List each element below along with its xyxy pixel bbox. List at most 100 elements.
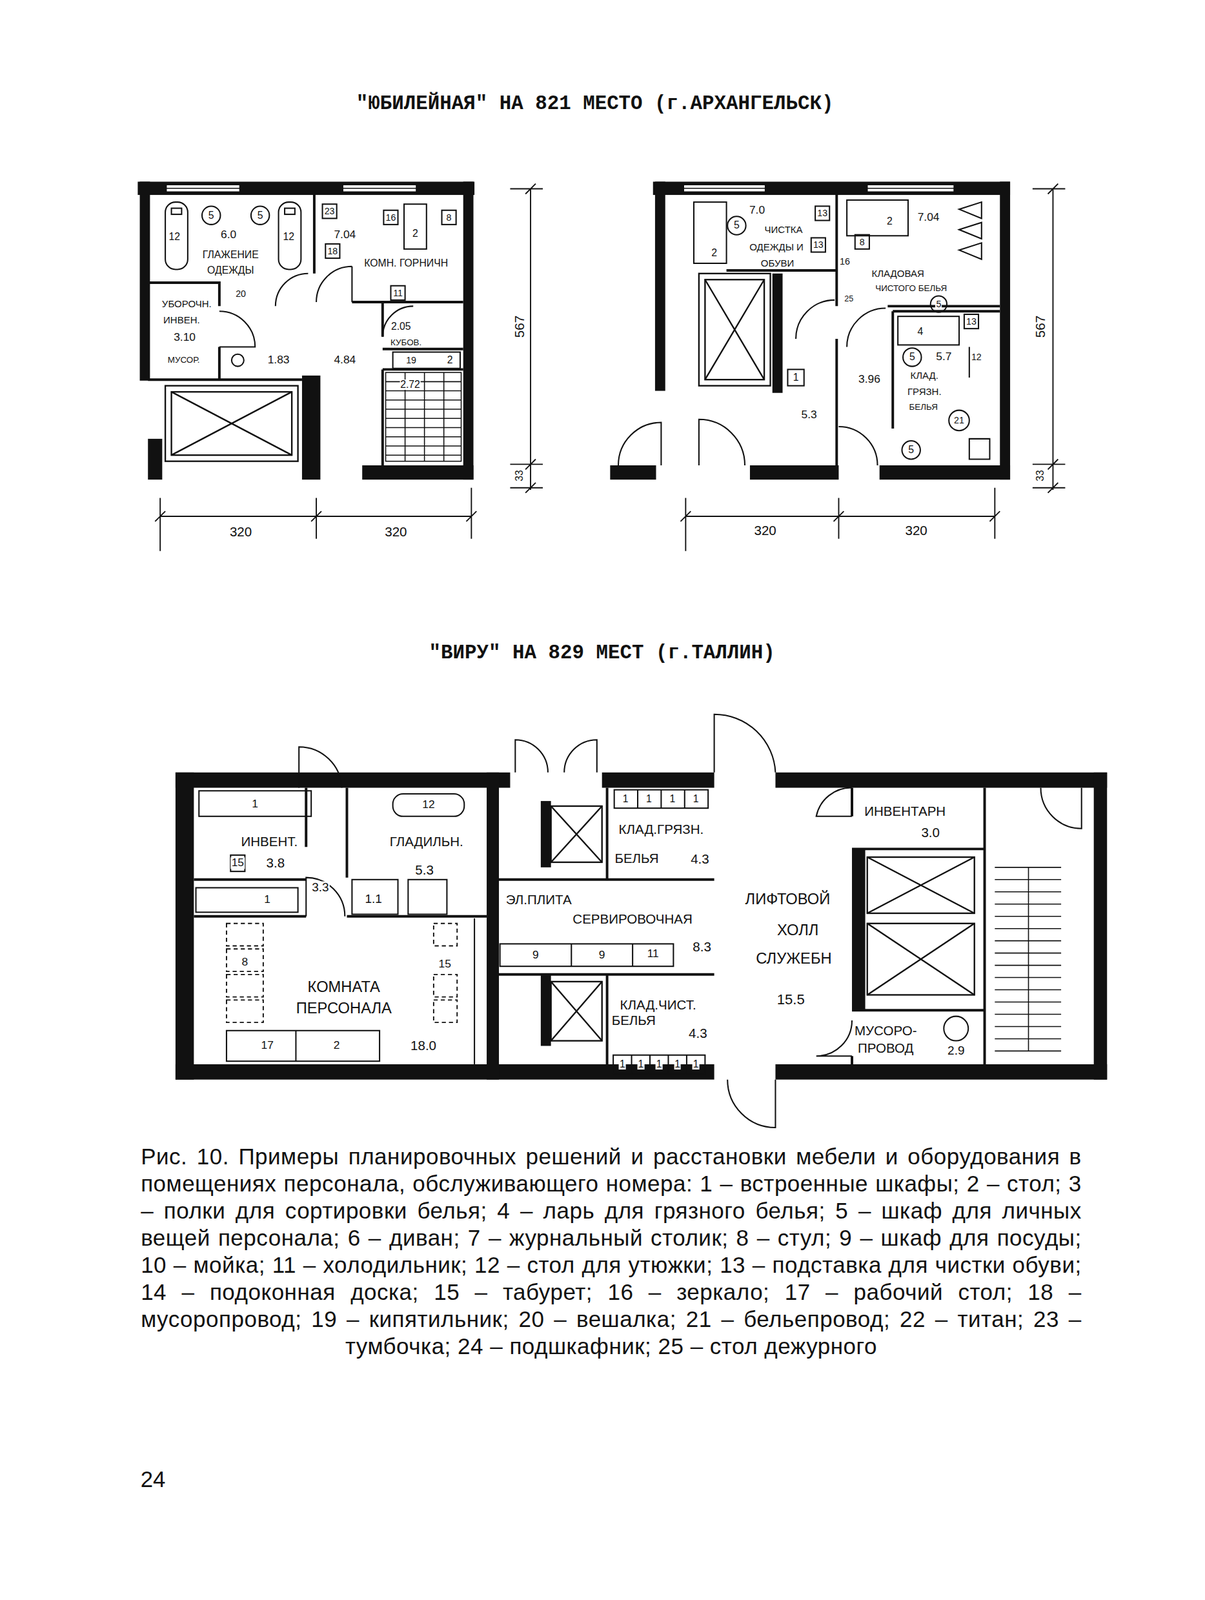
callout-number: 5 [733,220,741,231]
plan-label: 3.8 [265,856,286,871]
callout-number: 21 [953,415,965,425]
plan-label: 1 [668,793,676,805]
plan-label: 11 [646,948,660,960]
plan-label: ГРЯЗН. [906,387,943,397]
plan-label: 320 [384,524,408,539]
callout-number: 5 [935,299,942,309]
plan-label: 8.3 [691,940,712,954]
plan-label: 8 [445,212,453,223]
plan-label: МУСОРО- [853,1023,918,1038]
plan-label: ЛИФТОВОЙ [744,891,832,908]
plan-label: 1 [637,1059,645,1070]
plan-label: 1 [263,894,272,906]
dimension-text: 567 [512,314,527,339]
dashed-furniture [226,923,457,1023]
plan-label: 4.84 [333,354,357,366]
plan-label: БЕЛЬЯ [611,1013,657,1028]
plan-label: 1.83 [267,354,291,366]
plan-label: 12 [168,231,182,243]
plan-label: 18.0 [409,1039,437,1053]
plan-label: 3.0 [920,826,941,840]
windows [166,184,954,192]
plan-title: "ЮБИЛЕЙНАЯ" НА 821 МЕСТО (г.АРХАНГЕЛЬСК) [355,94,835,115]
plan-label: 15.5 [776,992,806,1007]
plan-label: 2 [411,228,419,239]
plan-title: "ВИРУ" НА 829 МЕСТ (г.ТАЛЛИН) [428,642,776,663]
plan-label: 2.72 [399,379,421,390]
plan-label: БЕЛЬЯ [613,851,659,865]
plan-label: 23 [324,206,336,216]
plan-label: 1 [673,1059,681,1070]
plan-label: КЛАД.ЧИСТ. [619,998,698,1013]
plan-label: СЛУЖЕБН [755,951,832,967]
plan-label: 1 [692,793,700,805]
plan-label: 8 [859,237,866,247]
plan-label: 7.04 [333,229,357,241]
plan-label: 3.3 [311,881,330,894]
plan-label: СЕРВИРОВОЧНАЯ [571,912,694,927]
plan-label: 13 [965,316,978,326]
plan-label: 2 [446,354,454,366]
dimension-lines [154,183,1065,552]
doors [219,266,1082,1128]
plan-label: 9 [598,949,607,961]
plan-label: 3.96 [857,373,881,385]
plan-label: 320 [229,524,253,539]
plan-label: 17 [260,1040,275,1052]
plan-label: ХОЛЛ [776,922,820,939]
callout-number: 5 [256,210,264,221]
plan-label: БЕЛЬЯ [908,402,938,412]
plan-label: 5.3 [800,409,818,421]
plan-label: 15 [231,857,245,869]
plan-label: 16 [839,256,851,266]
plan-label: 25 [843,294,854,304]
figure-caption: Рис. 10. Примеры планировочных решений и… [140,1143,1082,1360]
plan-label: 19 [405,355,417,365]
plan-label: 18 [326,246,339,256]
plan-label: 320 [904,524,928,538]
plan-label: КЛАД. [910,370,940,381]
callout-number: 5 [207,210,215,221]
furniture [165,200,990,1074]
plan-label: 3.10 [172,332,197,344]
plan-label: 1 [645,793,653,805]
plan-label: 4.3 [688,1026,709,1041]
plan-label: 7.04 [917,211,941,223]
stairs [385,372,1062,1051]
dimension-text: 567 [1033,314,1048,339]
partitions [147,194,1000,1065]
plan-label: 2 [710,247,718,259]
plan-label: 320 [753,524,777,538]
lift-shafts [165,273,975,1042]
plan-label: 1 [618,1059,627,1070]
plan-label: ПРОВОД [857,1041,914,1055]
plan-label: 7.0 [748,204,766,216]
plan-label: 12 [282,231,296,243]
plan-label: 5.3 [414,863,435,878]
plan-label: 13 [816,208,829,218]
plan-label: ЧИСТКА [764,224,804,235]
dimension-text: 33 [514,469,525,483]
plan-label: 1 [251,798,259,810]
callout-number: 5 [908,351,916,363]
plan-label: 9 [531,949,540,961]
plan-label: 2.05 [390,321,412,332]
plan-label: 13 [812,240,825,250]
plan-label: КЛАДОВАЯ [871,268,925,279]
plan-label: ЭЛ.ПЛИТА [505,893,573,907]
plan-label: КОМН. ГОРНИЧН [363,258,449,269]
callout-number: 5 [907,444,915,456]
plan-label: КЛАД.ГРЯЗН. [618,822,705,837]
plan-label: 20 [234,289,247,299]
plan-label: 16 [385,212,397,223]
plan-label: КУБОВ. [389,338,423,347]
plan-label: ПЕРСОНАЛА [295,1001,393,1018]
plan-label: 1 [655,1059,663,1070]
plan-label: ОДЕЖДЫ И [748,242,805,252]
plan-label: ОБУВИ [760,258,795,268]
plan-label: ГЛАДИЛЬН. [389,835,465,849]
plan-label: УБОРОЧН. [161,299,213,310]
plan-label: ИНВЕН. [162,315,201,326]
plan-label: 4.3 [689,852,710,867]
plan-label: ОДЕЖДЫ [206,265,255,276]
